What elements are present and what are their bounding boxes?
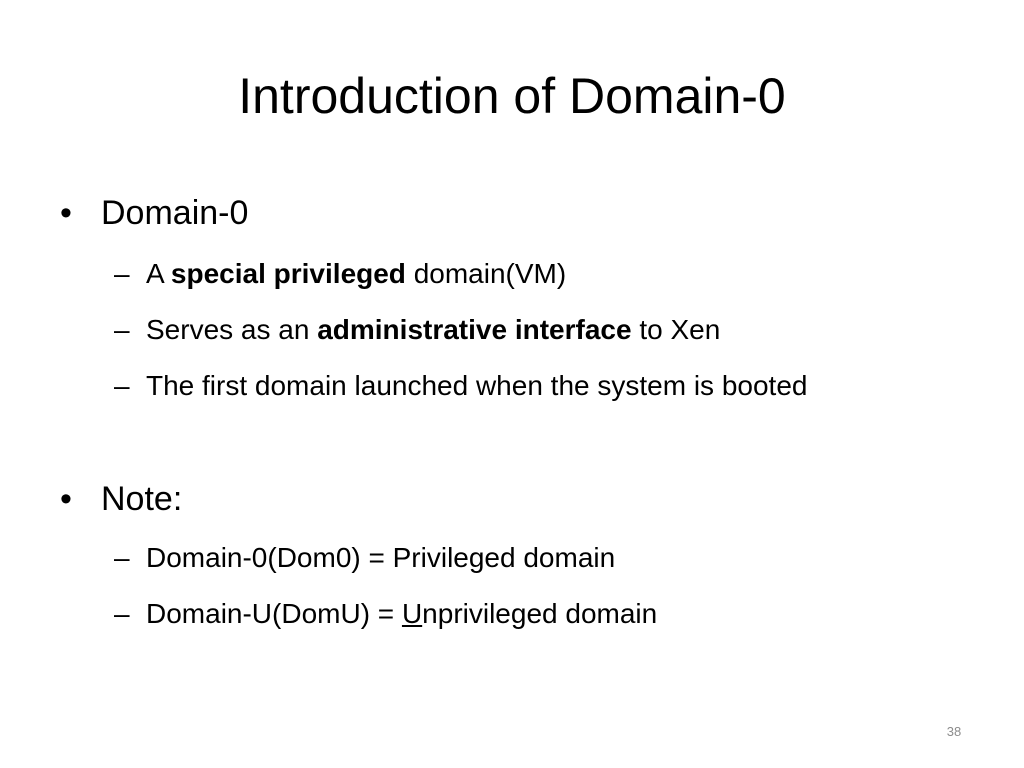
subbullet-first-domain: – The first domain launched when the sys… — [114, 362, 894, 410]
subbullet-text: A special privileged domain(VM) — [146, 258, 567, 289]
emphasis-text: administrative interface — [317, 314, 632, 345]
subbullet-administrative-interface: – Serves as an administrative interface … — [114, 312, 894, 348]
bullet-label: Domain-0 — [101, 194, 249, 232]
subbullet-domu: – Domain-U(DomU) = Unprivileged domain — [114, 596, 894, 632]
subbullet-dom0: – Domain-0(Dom0) = Privileged domain — [114, 540, 894, 576]
dash-icon: – — [114, 542, 130, 573]
dash-icon: – — [114, 314, 130, 345]
bullet-label: Note: — [101, 480, 183, 518]
underlined-letter: U — [401, 598, 423, 629]
subbullet-text: Serves as an administrative interface to… — [146, 314, 721, 345]
dash-icon: – — [114, 258, 130, 289]
subbullet-special-privileged: – A special privileged domain(VM) — [114, 256, 894, 292]
dash-icon: – — [114, 370, 130, 401]
subbullet-text: Domain-U(DomU) = Unprivileged domain — [146, 598, 658, 629]
page-number: 38 — [946, 724, 962, 739]
bullet-dot-icon: • — [60, 194, 72, 232]
bullet-dot-icon: • — [60, 480, 72, 518]
slide-title: Introduction of Domain-0 — [238, 68, 786, 124]
dash-icon: – — [114, 598, 130, 629]
subbullet-text: Domain-0(Dom0) = Privileged domain — [146, 542, 616, 573]
emphasis-text: special privileged — [170, 258, 406, 289]
subbullet-text: The first domain launched when the syste… — [146, 370, 808, 401]
